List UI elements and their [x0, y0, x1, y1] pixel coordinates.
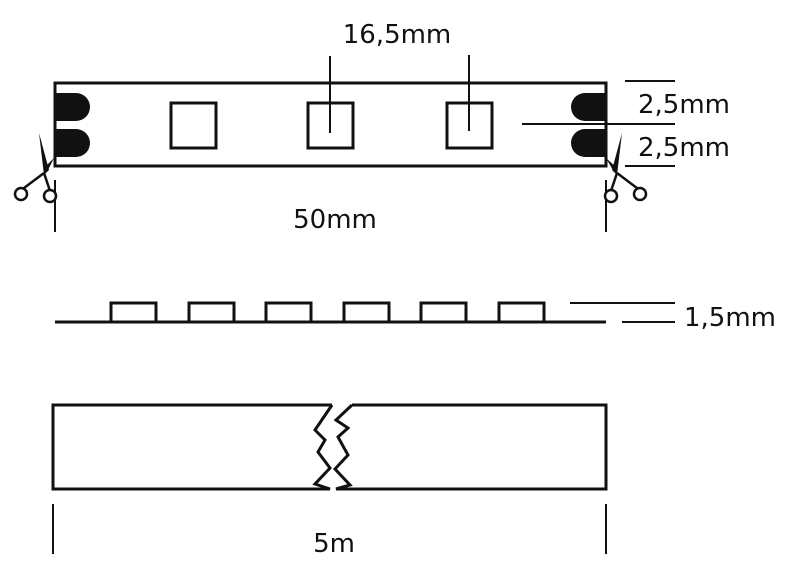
scissors-icon	[13, 133, 58, 204]
scissors-icon	[603, 133, 648, 204]
solder-pads-right	[571, 93, 605, 157]
led-pitch-label: 16,5mm	[343, 20, 452, 50]
full-strip-outline	[51, 403, 608, 491]
strip-side-view	[55, 301, 606, 324]
segment-length-label: 50mm	[293, 205, 377, 235]
led-chip	[169, 101, 218, 150]
thickness-label: 1,5mm	[684, 303, 776, 333]
solder-pads-left	[56, 93, 90, 157]
pad-height-label: 2,5mm	[638, 90, 730, 120]
strip-length-label: 5m	[313, 529, 355, 559]
pad-height-label: 2,5mm	[638, 133, 730, 163]
